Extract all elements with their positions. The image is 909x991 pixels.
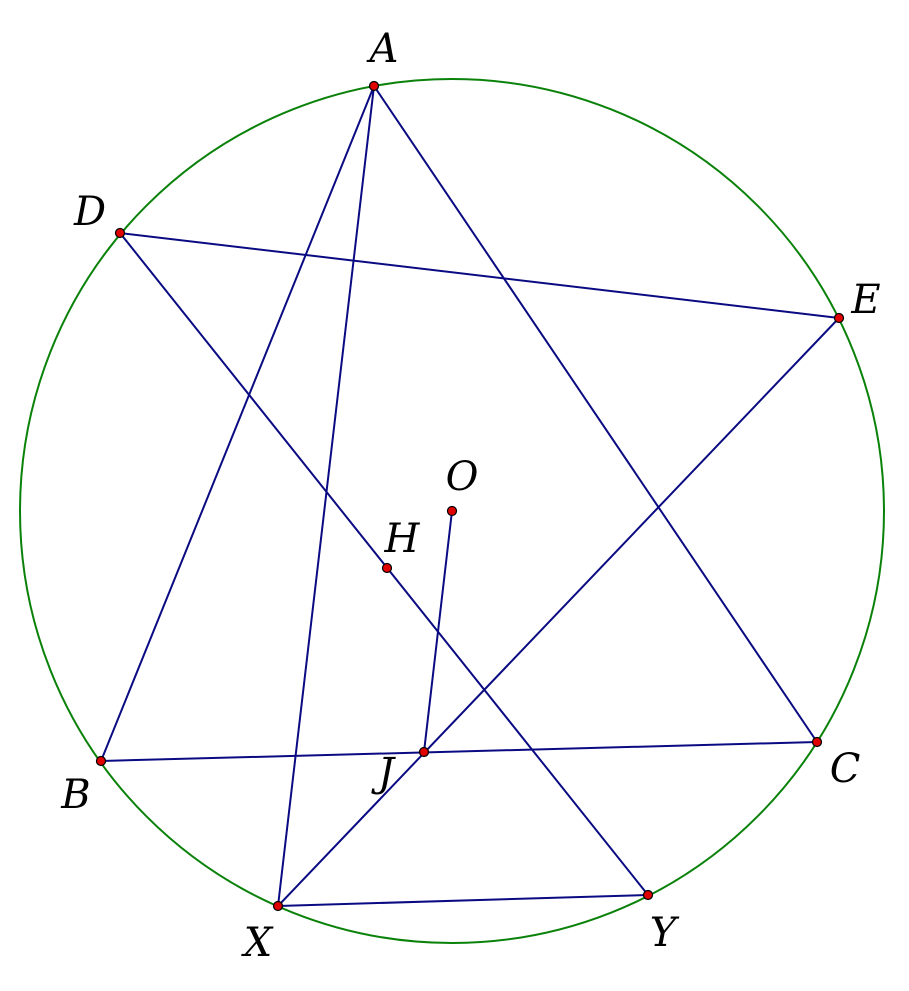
segments-group	[100, 85, 840, 907]
point-d	[114, 227, 126, 239]
point-label-b: B	[60, 772, 90, 818]
point-label-y: Y	[650, 910, 680, 956]
point-a	[368, 80, 380, 92]
segment-ex	[277, 317, 840, 907]
point-label-a: A	[366, 26, 399, 72]
point-label-o: O	[446, 454, 479, 500]
point-label-c: C	[830, 746, 861, 792]
segment-ax	[277, 85, 375, 907]
point-label-e: E	[850, 277, 880, 323]
point-label-h: H	[384, 516, 421, 562]
segment-xy	[277, 894, 649, 907]
point-b	[95, 755, 107, 767]
point-e	[833, 312, 845, 324]
point-h	[381, 562, 393, 574]
point-label-x: X	[241, 920, 274, 966]
circumcircle	[19, 78, 885, 944]
point-c	[811, 736, 823, 748]
segment-de	[119, 232, 840, 319]
point-label-j: J	[371, 750, 396, 796]
point-y	[642, 889, 654, 901]
segment-ac	[373, 85, 818, 743]
points-group	[95, 80, 845, 912]
segment-bc	[100, 741, 818, 762]
point-j	[418, 746, 430, 758]
segment-ab	[100, 85, 375, 762]
point-o	[446, 505, 458, 517]
segment-oj	[423, 510, 453, 753]
labels-group: A B C D E HO J X Y	[60, 26, 880, 966]
point-label-d: D	[73, 189, 106, 235]
point-x	[272, 900, 284, 912]
